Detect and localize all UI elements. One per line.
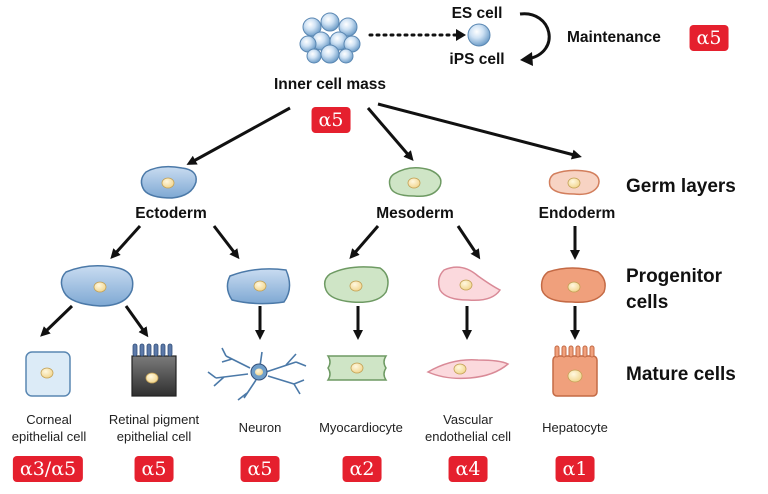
- integrin-badge: α5: [134, 456, 174, 482]
- es-cell-icon: [467, 23, 491, 47]
- mature-cells-row-label: Mature cells: [626, 364, 736, 385]
- germ-layers-row-label: Germ layers: [626, 176, 736, 197]
- integrin-badge: α1: [555, 456, 595, 482]
- vascular-progenitor-icon: [437, 266, 502, 302]
- inner-cell-mass-label: Inner cell mass: [273, 76, 387, 93]
- lineage-arrows: [40, 102, 582, 340]
- rpe-cell-icon: [131, 343, 177, 397]
- integrin-badge: α4: [448, 456, 488, 482]
- es-cell-label: ES cell: [451, 5, 503, 22]
- inner-cell-mass-icon: [299, 12, 361, 64]
- dotted-arrowhead: [456, 29, 466, 41]
- endoderm-cell-icon: [548, 169, 600, 196]
- mesoderm-cell-icon: [388, 167, 442, 198]
- hepatic-progenitor-icon: [540, 267, 606, 304]
- mature-cell-name: Neuron: [238, 420, 282, 435]
- ectoderm-label: Ectoderm: [135, 205, 207, 222]
- ips-cell-label: iPS cell: [449, 51, 505, 68]
- ectoderm-cell-icon: [140, 165, 197, 199]
- maintenance-badge: α5: [689, 25, 729, 51]
- maintenance-loop-arrow: [519, 12, 551, 61]
- integrin-badge: α2: [342, 456, 382, 482]
- cardiac-progenitor-icon: [323, 266, 389, 304]
- myocardiocyte-icon: [326, 355, 388, 381]
- integrin-badge: α5: [240, 456, 280, 482]
- maintenance-label: Maintenance: [567, 29, 661, 46]
- mature-cell-name: Myocardiocyte: [319, 420, 403, 435]
- inner-cell-mass-badge: α5: [311, 107, 351, 133]
- mesoderm-label: Mesoderm: [376, 205, 454, 222]
- progenitor-row-label-line2: cells: [626, 292, 669, 313]
- neuron-cell-icon: [207, 347, 307, 401]
- vascular-endothelial-icon: [426, 359, 510, 380]
- ectoderm-progenitor-icon: [60, 265, 134, 307]
- mature-cell-name: Hepatocyte: [542, 420, 608, 435]
- corneal-cell-icon: [25, 351, 71, 397]
- endoderm-label: Endoderm: [538, 205, 616, 222]
- integrin-badge: α3/α5: [12, 456, 84, 482]
- hepatocyte-icon: [552, 345, 598, 397]
- maintenance-arrowhead: [520, 52, 533, 66]
- neural-progenitor-icon: [226, 268, 291, 305]
- progenitor-row-label-line1: Progenitor: [626, 266, 723, 287]
